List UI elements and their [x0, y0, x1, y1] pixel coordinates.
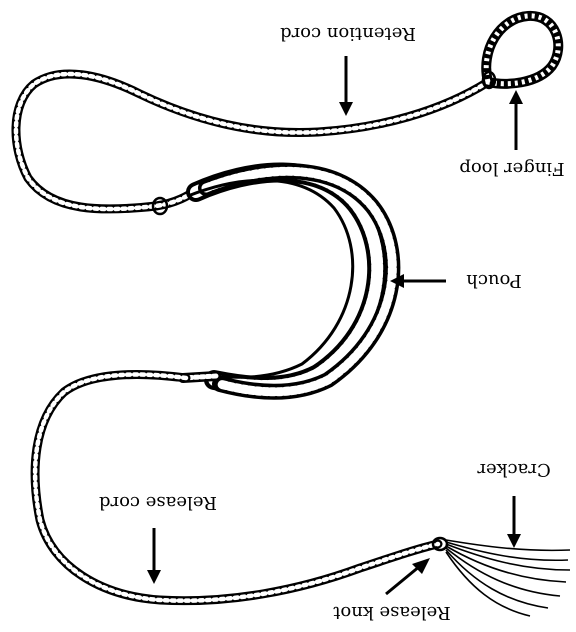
labels: Retention cord Finger loop Pouch Cracker… — [99, 23, 565, 623]
finger-loop — [483, 16, 558, 88]
label-retention-cord: Retention cord — [280, 23, 416, 44]
label-finger-loop: Finger loop — [459, 158, 564, 179]
pouch — [183, 171, 392, 391]
finger-loop-arrow — [509, 90, 523, 150]
release-knot-arrow — [386, 558, 430, 594]
retention-cord-arrow — [339, 56, 353, 116]
release-cord-arrow — [147, 528, 161, 584]
label-release-knot: Release knot — [332, 602, 450, 623]
release-cord — [35, 375, 447, 601]
cracker — [446, 540, 570, 616]
label-pouch: Pouch — [466, 270, 522, 291]
cracker-arrow — [507, 496, 521, 548]
label-release-cord: Release cord — [99, 492, 217, 513]
retention-cord — [16, 74, 488, 214]
label-cracker: Cracker — [477, 459, 551, 480]
